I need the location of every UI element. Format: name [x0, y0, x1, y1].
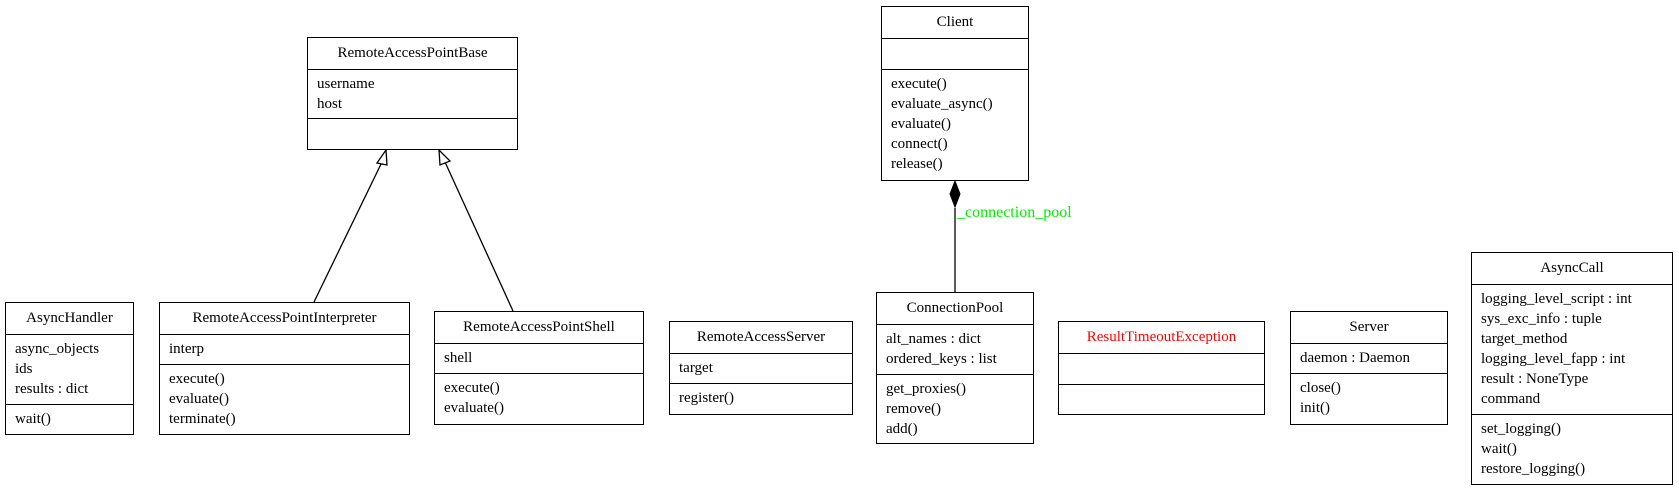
- attributes-section: [1059, 354, 1264, 385]
- class-server[interactable]: Server daemon : Daemon close() init(): [1290, 311, 1448, 425]
- class-connection-pool[interactable]: ConnectionPool alt_names : dict ordered_…: [876, 292, 1034, 444]
- methods-section: set_logging() wait() restore_logging(): [1472, 415, 1672, 484]
- class-remote-access-point-interpreter[interactable]: RemoteAccessPointInterpreter interp exec…: [159, 302, 410, 435]
- class-name: ResultTimeoutException: [1059, 322, 1264, 354]
- method: register(): [679, 390, 734, 406]
- method: evaluate_async(): [891, 96, 993, 112]
- methods-section: register(): [670, 384, 852, 413]
- inheritance-arrowhead-interpreter: [375, 148, 388, 166]
- method: execute(): [444, 380, 500, 396]
- method: restore_logging(): [1481, 461, 1586, 477]
- class-async-call[interactable]: AsyncCall logging_level_script : int sys…: [1471, 252, 1673, 485]
- method: execute(): [891, 76, 947, 92]
- methods-section: close() init(): [1291, 374, 1447, 423]
- class-name: RemoteAccessPointBase: [308, 38, 517, 70]
- method: release(): [891, 156, 943, 172]
- methods-section: wait(): [6, 405, 133, 434]
- attribute: alt_names : dict: [886, 331, 981, 347]
- methods-section: execute() evaluate() terminate(): [160, 365, 409, 434]
- class-remote-access-server[interactable]: RemoteAccessServer target register(): [669, 321, 853, 415]
- attribute: target_method: [1481, 331, 1568, 347]
- class-name: Client: [882, 7, 1028, 39]
- attribute: command: [1481, 391, 1541, 407]
- attribute: target: [679, 360, 713, 376]
- composition-diamond: [949, 179, 961, 209]
- attributes-section: async_objects ids results : dict: [6, 335, 133, 405]
- attribute: logging_level_fapp : int: [1481, 351, 1626, 367]
- class-remote-access-point-shell[interactable]: RemoteAccessPointShell shell execute() e…: [434, 311, 644, 425]
- method: evaluate(): [891, 116, 951, 132]
- methods-section: [308, 119, 517, 128]
- attribute: interp: [169, 341, 204, 357]
- methods-section: execute() evaluate(): [435, 374, 643, 423]
- attribute: results : dict: [15, 381, 89, 397]
- attributes-section: shell: [435, 344, 643, 374]
- composition-label: _connection_pool: [957, 204, 1072, 221]
- attribute: ids: [15, 361, 33, 377]
- method: close(): [1300, 380, 1341, 396]
- attributes-section: [882, 39, 1028, 70]
- attribute: sys_exc_info : tuple: [1481, 311, 1602, 327]
- method: evaluate(): [444, 400, 504, 416]
- attributes-section: logging_level_script : int sys_exc_info …: [1472, 285, 1672, 415]
- attributes-section: username host: [308, 70, 517, 119]
- attribute: async_objects: [15, 341, 100, 357]
- inheritance-arrowhead-shell: [438, 148, 452, 166]
- class-name: RemoteAccessPointInterpreter: [160, 303, 409, 335]
- class-client[interactable]: Client execute() evaluate_async() evalua…: [881, 6, 1029, 181]
- method: set_logging(): [1481, 421, 1561, 437]
- attribute: username: [317, 76, 375, 92]
- attributes-section: interp: [160, 335, 409, 365]
- method: remove(): [886, 401, 941, 417]
- methods-section: execute() evaluate_async() evaluate() co…: [882, 70, 1028, 179]
- method: get_proxies(): [886, 381, 966, 397]
- class-name: AsyncCall: [1472, 253, 1672, 285]
- method: evaluate(): [169, 391, 229, 407]
- class-name: AsyncHandler: [6, 303, 133, 335]
- class-name: Server: [1291, 312, 1447, 344]
- method: init(): [1300, 400, 1330, 416]
- attribute: result : NoneType: [1481, 371, 1589, 387]
- methods-section: get_proxies() remove() add(): [877, 375, 1033, 444]
- method: execute(): [169, 371, 225, 387]
- attribute: ordered_keys : list: [886, 351, 997, 367]
- method: wait(): [15, 411, 51, 427]
- class-name: RemoteAccessPointShell: [435, 312, 643, 344]
- class-remote-access-point-base[interactable]: RemoteAccessPointBase username host: [307, 37, 518, 150]
- method: connect(): [891, 136, 948, 152]
- attributes-section: daemon : Daemon: [1291, 344, 1447, 374]
- attributes-section: alt_names : dict ordered_keys : list: [877, 325, 1033, 375]
- attributes-section: target: [670, 354, 852, 384]
- method: wait(): [1481, 441, 1517, 457]
- inheritance-line-interpreter: [313, 161, 383, 303]
- attribute: shell: [444, 350, 473, 366]
- class-result-timeout-exception[interactable]: ResultTimeoutException: [1058, 321, 1265, 415]
- class-name: RemoteAccessServer: [670, 322, 852, 354]
- inheritance-line-shell: [444, 161, 514, 312]
- attribute: daemon : Daemon: [1300, 350, 1410, 366]
- attribute: logging_level_script : int: [1481, 291, 1632, 307]
- class-name: ConnectionPool: [877, 293, 1033, 325]
- attribute: host: [317, 96, 343, 112]
- method: terminate(): [169, 411, 236, 427]
- method: add(): [886, 421, 918, 437]
- class-async-handler[interactable]: AsyncHandler async_objects ids results :…: [5, 302, 134, 435]
- methods-section: [1059, 385, 1264, 394]
